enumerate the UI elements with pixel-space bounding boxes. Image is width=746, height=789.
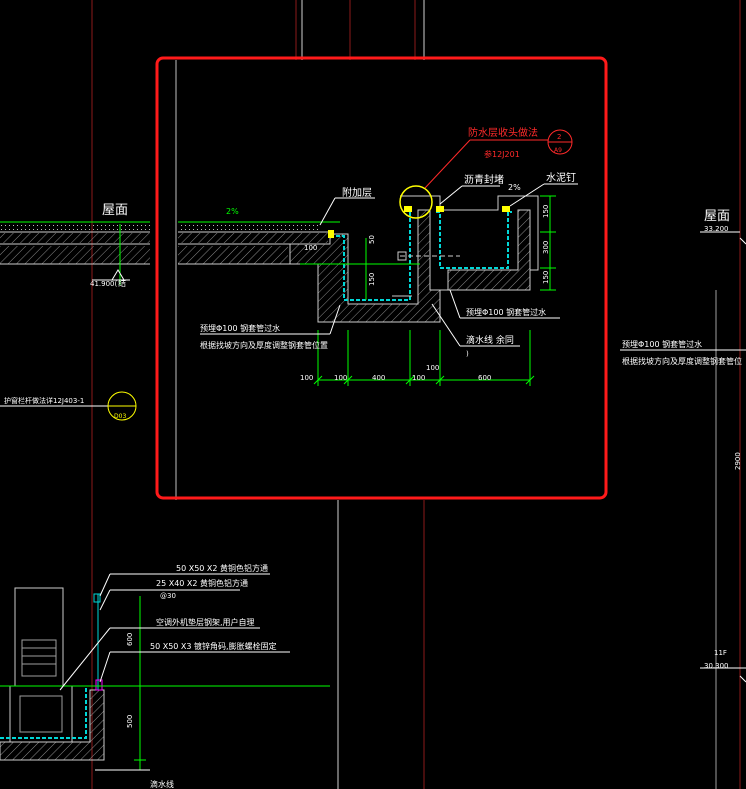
roof-label-right: 屋面 [704, 209, 730, 224]
elevation-left: 41.900( [90, 280, 117, 288]
left-roof-slab [0, 221, 150, 285]
sealant-marker-4 [502, 206, 510, 212]
ref-label: 参12J201 [484, 149, 520, 159]
parapet-note: 护窗栏杆做法详12J403-1 [4, 396, 84, 405]
lower-note-5: 滴水线 [150, 779, 174, 789]
slope-label-1: 2% [226, 207, 239, 216]
right-vertical-dim: 2900 [734, 452, 742, 470]
upper-stand-outline [400, 195, 539, 271]
lower-note-4: 50 X50 X3 镀锌角码,膨胀螺栓固定 [150, 641, 277, 651]
asphalt-label: 沥青封堵 [464, 173, 504, 186]
drip-line-label: 滴水线 余同 [466, 334, 514, 346]
level-11f: 11F [714, 649, 727, 657]
highlight-frame[interactable] [155, 56, 608, 500]
lower-ac-platform [0, 573, 330, 771]
right-note-1: 预埋Φ100 钢套管过水 [622, 339, 702, 349]
dim-bottom-3: 400 [372, 374, 385, 382]
dimension-lines [300, 195, 556, 386]
drip-line-sub: ) [466, 350, 469, 358]
waterproof-detail-label: 防水层收头做法 [468, 126, 538, 139]
pipe-note-1: 预埋Φ100 钢套管过水 [200, 323, 280, 333]
dim-lower-600: 600 [126, 633, 134, 646]
pipe-sleeves [392, 251, 460, 297]
elevation-left-suffix: 结 [118, 278, 126, 288]
gutter-concrete-body [289, 209, 531, 323]
dim-vert-1: 150 [542, 205, 550, 218]
right-note-2: 根据找坡方向及厚度调整钢套管位 [622, 356, 742, 366]
dim-bottom-mid: 100 [426, 364, 439, 372]
elevation-right: 33.200 [704, 225, 729, 233]
dim-bottom-1: 100 [300, 374, 313, 382]
pipe-note-3: 预埋Φ100 钢套管过水 [466, 307, 546, 317]
main-roof-slab [178, 221, 340, 265]
pipe-note-2: 根据找坡方向及厚度调整钢套管位置 [200, 340, 328, 350]
dim-bottom-2: 100 [334, 374, 347, 382]
elevation-marker-left [92, 269, 130, 281]
dim-bottom-4: 100 [412, 374, 425, 382]
add-layer-label: 附加层 [342, 186, 372, 199]
lower-note-1: 50 X50 X2 黄铜色铝方通 [176, 563, 268, 573]
parapet-circle-sub: D03 [114, 413, 126, 420]
dim-vert-3: 150 [542, 271, 550, 284]
sealant-marker-3 [436, 206, 444, 212]
dim-inner-2: 150 [368, 273, 376, 286]
elevation-11f: 30.300 [704, 662, 729, 670]
dim-lower-500: 500 [126, 715, 134, 728]
dim-100-top: 100 [304, 244, 317, 252]
leader-lines [0, 183, 746, 407]
right-side-elements [700, 231, 746, 683]
lower-note-3: 空调外机垫层钢架,用户自理 [156, 617, 255, 627]
circle-num: 2 [557, 133, 561, 141]
grid-lines [91, 0, 741, 789]
slope-label-2: 2% [508, 183, 521, 192]
circle-sub: A9 [554, 147, 562, 154]
detail-callout-circle [399, 185, 433, 219]
dim-inner-1: 50 [368, 235, 376, 244]
sealant-marker-1 [328, 230, 334, 238]
dim-bottom-5: 600 [478, 374, 491, 382]
roof-label-left: 屋面 [102, 203, 128, 218]
lower-note-2: 25 X40 X2 黄铜色铝方通 [156, 578, 248, 588]
cement-nail-label: 水泥钉 [546, 171, 576, 184]
dim-vert-2: 300 [542, 241, 550, 254]
sealant-marker-2 [404, 206, 412, 212]
lower-note-2b: @30 [160, 592, 176, 600]
